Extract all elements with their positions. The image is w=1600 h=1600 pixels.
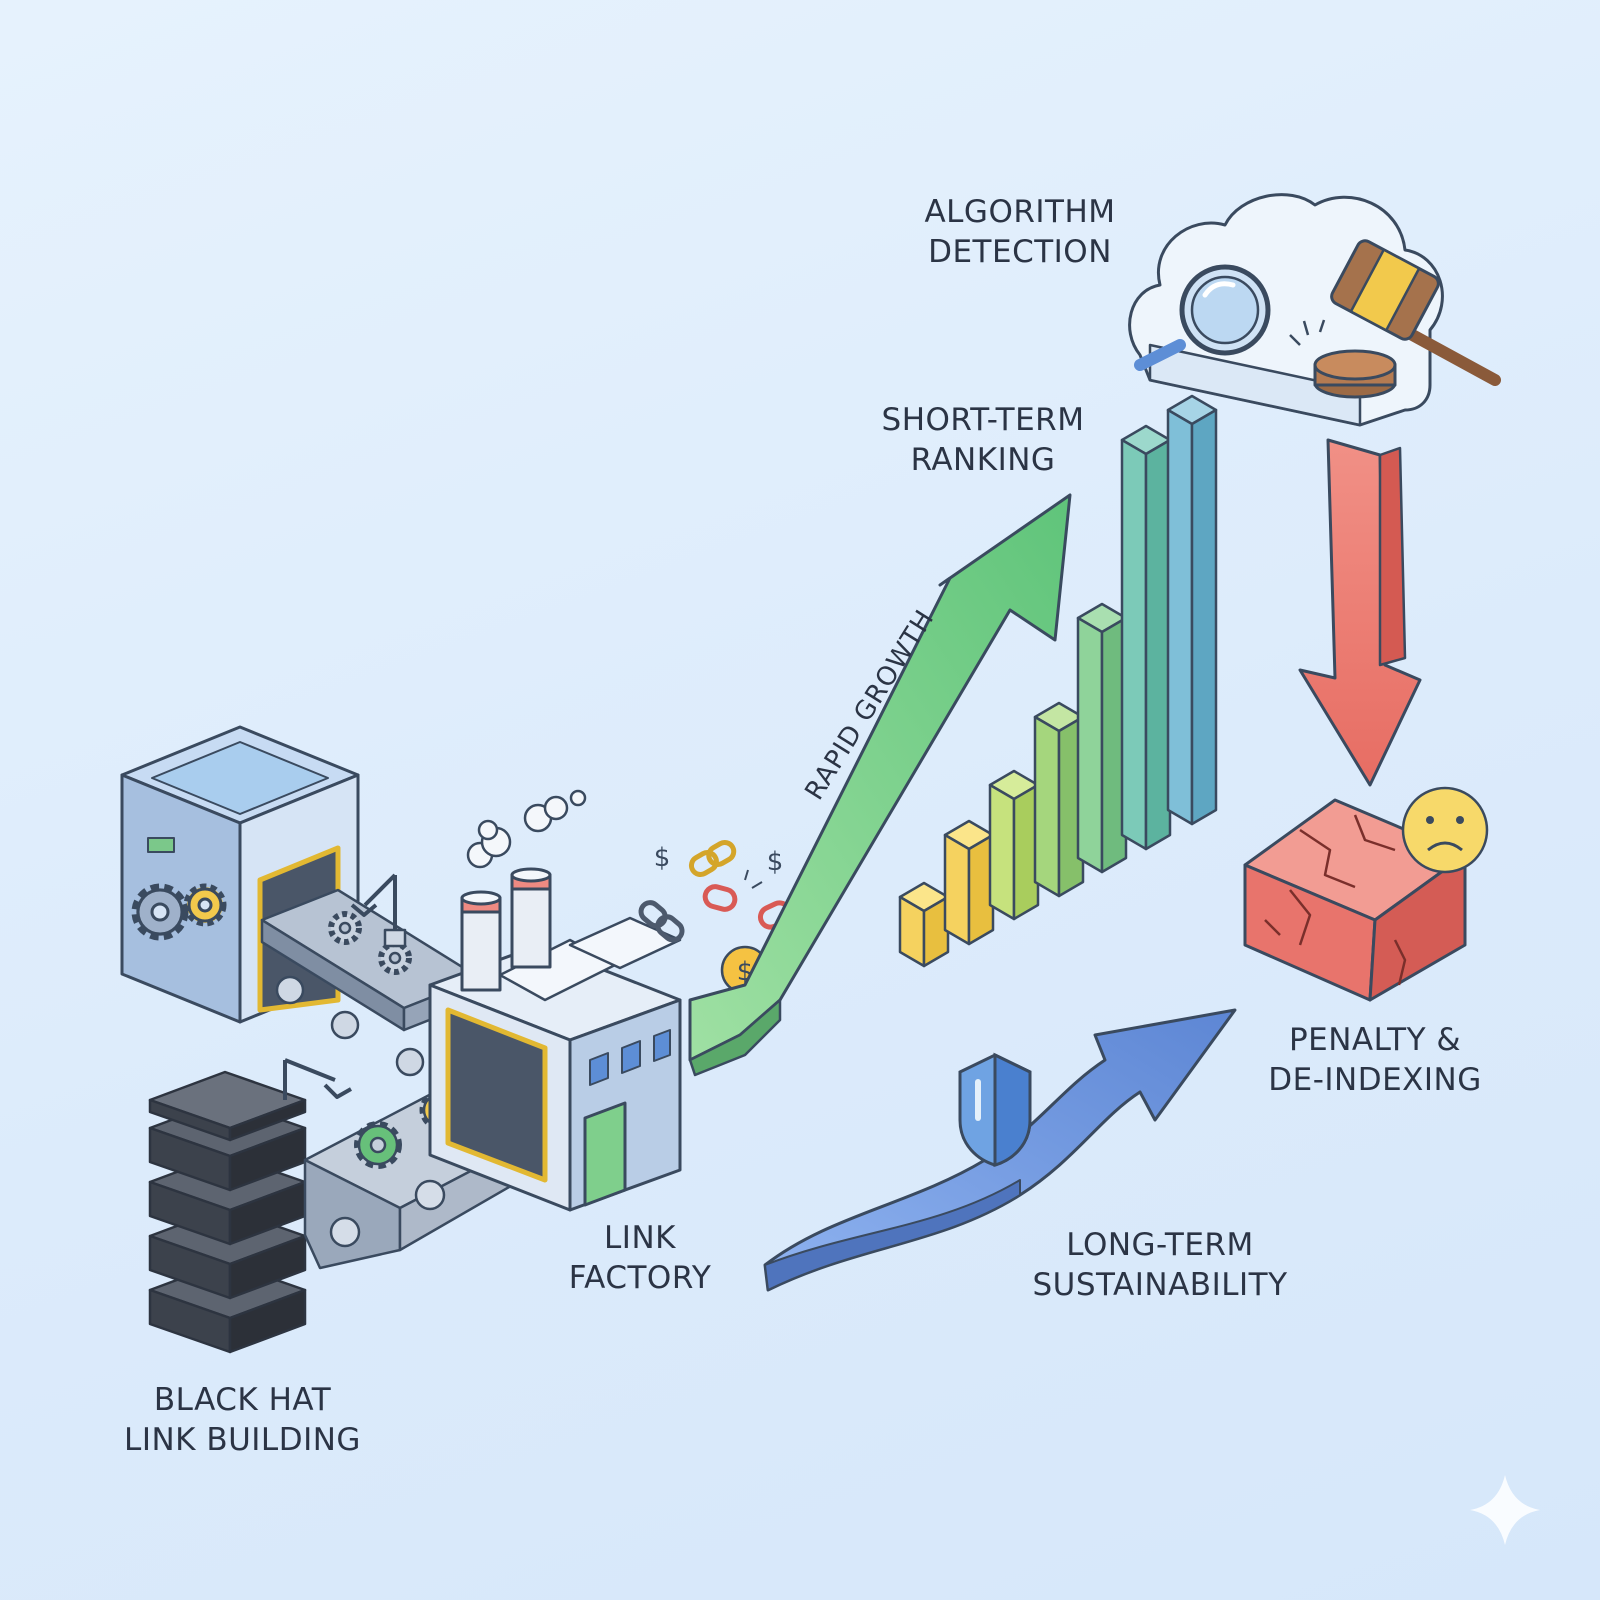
- magnifying-glass-icon: [1134, 264, 1271, 371]
- factory-doorway: [445, 1007, 548, 1183]
- gear-icon: [328, 911, 362, 945]
- gavel-icon: [1289, 239, 1501, 399]
- sad-face-icon: [1401, 786, 1489, 874]
- sparkle-icon: [1470, 1475, 1540, 1545]
- chain-link-icon: [638, 900, 685, 943]
- conveyor-roller: [330, 1010, 360, 1040]
- machine-screen: [151, 741, 329, 815]
- link-factory-building-icon: [428, 789, 682, 1212]
- label-link-factory: LINK FACTORY: [568, 1220, 712, 1296]
- factory-window: [589, 1052, 609, 1086]
- gear-icon: [131, 883, 189, 941]
- long-term-sustainability-arrow: [763, 1008, 1237, 1292]
- bar-chart-bar: [1076, 602, 1128, 874]
- conveyor-roller: [329, 1216, 361, 1248]
- penalty-down-arrow: [1298, 438, 1422, 787]
- machine-status-light: [147, 837, 175, 853]
- cracked-penalty-block-icon: [1243, 786, 1489, 1002]
- bar-chart-bar: [898, 881, 950, 968]
- bar-chart-bar: [943, 819, 995, 946]
- label-long-term-sustainability: LONG-TERM SUSTAINABILITY: [1032, 1227, 1288, 1303]
- smokestack-icon: [460, 890, 502, 992]
- bar-chart-bar: [1166, 394, 1218, 826]
- robot-arm-icon: [350, 873, 407, 948]
- smoke-cloud-icon: [466, 789, 587, 869]
- factory-door: [583, 1101, 627, 1207]
- short-term-bar-chart: [898, 394, 1218, 968]
- label-algorithm-detection: ALGORITHM DETECTION: [924, 194, 1116, 270]
- server-top: [148, 1070, 307, 1142]
- label-black-hat-link-building: BLACK HAT LINK BUILDING: [124, 1382, 361, 1458]
- gear-icon: [354, 1121, 402, 1169]
- black-hat-server-stack-icon: [148, 1070, 307, 1354]
- conveyor-roller: [395, 1047, 425, 1077]
- smokestack-icon: [510, 867, 552, 969]
- factory-window: [653, 1029, 671, 1062]
- rapid-growth-arrow: [688, 493, 1072, 1077]
- algorithm-cloud-icon: [1128, 193, 1501, 427]
- bar-chart-bar: [988, 769, 1040, 921]
- gear-icon: [183, 883, 227, 927]
- chain-link-icon: [688, 840, 737, 877]
- robot-arm-icon: [283, 1058, 352, 1100]
- bar-chart-bar: [1120, 424, 1172, 851]
- label-short-term-ranking: SHORT-TERM RANKING: [881, 402, 1085, 478]
- upper-conveyor-belt: [260, 873, 482, 1077]
- conveyor-roller: [275, 975, 305, 1005]
- conveyor-roller: [414, 1179, 446, 1211]
- shield-icon: [958, 1052, 1032, 1168]
- factory-window: [621, 1040, 641, 1074]
- bar-chart-bar: [1033, 701, 1085, 898]
- dollar-sign-icon: $: [654, 843, 671, 873]
- dollar-sign-icon: $: [767, 847, 784, 877]
- gear-icon: [378, 941, 412, 975]
- label-penalty-de-indexing: PENALTY & DE-INDEXING: [1268, 1022, 1482, 1098]
